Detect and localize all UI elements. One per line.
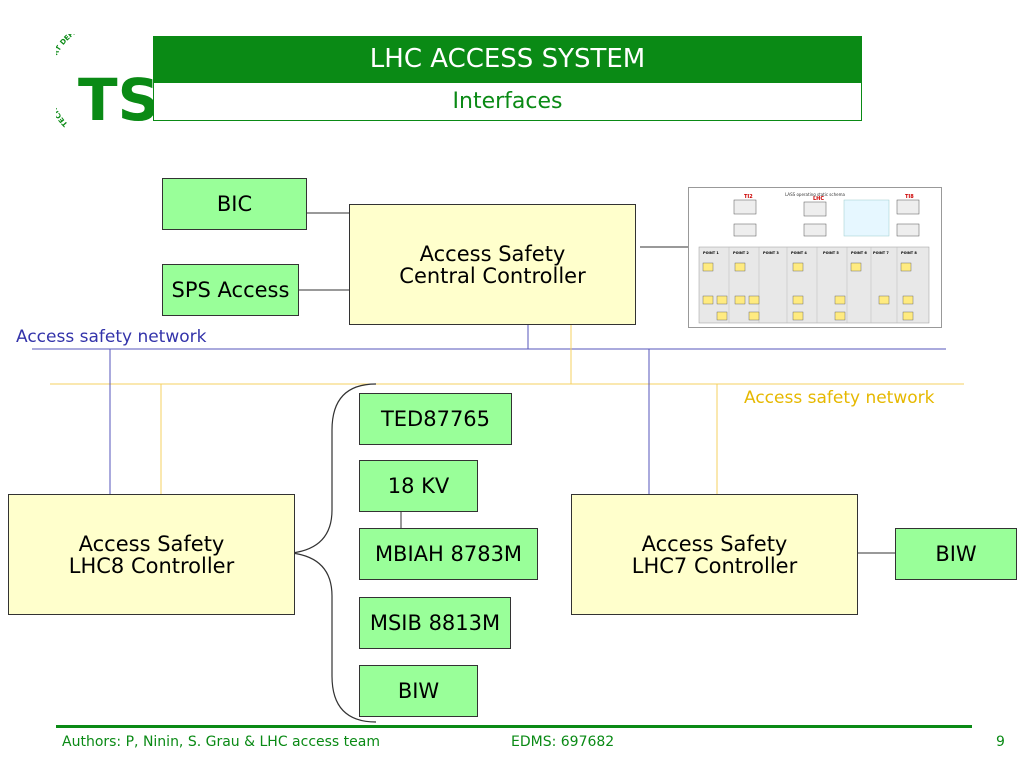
thumb-point-1: POINT 1: [703, 251, 719, 255]
biw-left-box: BIW: [359, 665, 478, 717]
logo-letters: TS: [78, 66, 154, 128]
biw-right-box: BIW: [895, 528, 1017, 580]
lhc8-controller-box: Access Safety LHC8 Controller: [8, 494, 295, 615]
sps-access-box: SPS Access: [162, 264, 299, 316]
footer-divider: [56, 725, 972, 728]
blue-network-label: Access safety network: [16, 327, 207, 347]
lhc8-controller-line2: LHC8 Controller: [68, 553, 235, 578]
ts-logo: TECHNICAL SUPPORT DEPARTMENT TS: [45, 17, 160, 134]
yellow-network-label: Access safety network: [744, 388, 935, 408]
18kv-box: 18 KV: [359, 460, 478, 512]
page-title: LHC ACCESS SYSTEM: [153, 36, 862, 82]
thumb-point-2: POINT 2: [733, 251, 749, 255]
central-controller-line1: Access Safety: [419, 241, 566, 266]
thumb-label-lhc: LHC: [813, 196, 824, 202]
lhc7-controller-box: Access Safety LHC7 Controller: [571, 494, 858, 615]
lhc7-controller-line1: Access Safety: [641, 531, 788, 556]
page-subtitle: Interfaces: [153, 82, 862, 121]
bic-box: BIC: [162, 178, 307, 230]
thumb-label-ti2: TI2: [744, 194, 753, 200]
thumb-point-5: POINT 5: [823, 251, 839, 255]
thumb-point-3: POINT 3: [763, 251, 779, 255]
central-controller-box: Access Safety Central Controller: [349, 204, 636, 325]
lhc8-controller-line1: Access Safety: [78, 531, 225, 556]
thumb-point-6: POINT 6: [851, 251, 867, 255]
lhc7-controller-line2: LHC7 Controller: [631, 553, 798, 578]
ted-box: TED87765: [359, 393, 512, 445]
thumb-point-4: POINT 4: [791, 251, 807, 255]
mbiah-box: MBIAH 8783M: [359, 528, 538, 580]
thumb-title: LASS operating static schema: [785, 192, 845, 197]
thumb-label-ti8: TI8: [905, 194, 914, 200]
thumb-point-7: POINT 7: [873, 251, 889, 255]
msib-box: MSIB 8813M: [359, 597, 511, 649]
central-controller-line2: Central Controller: [399, 263, 586, 288]
footer-authors: Authors: P, Ninin, S. Grau & LHC access …: [62, 734, 380, 750]
footer-page-number: 9: [996, 734, 1005, 750]
schema-thumbnail: LASS operating static schema TI2 LHC TI8…: [688, 187, 942, 328]
footer-edms: EDMS: 697682: [511, 734, 615, 750]
thumb-point-8: POINT 8: [901, 251, 917, 255]
